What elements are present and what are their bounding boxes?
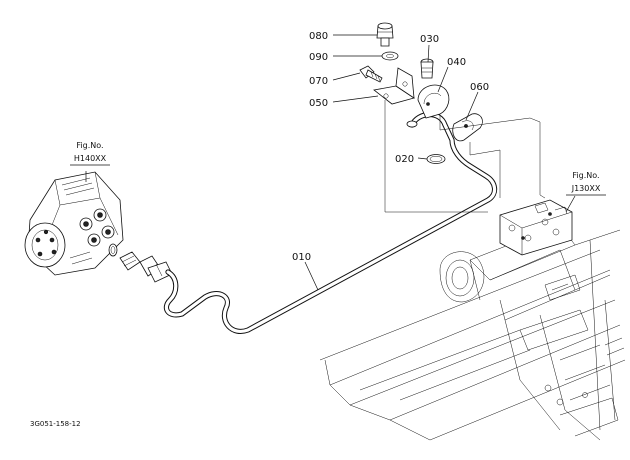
hydraulic-pipe-010: [163, 111, 498, 334]
label-090: 090: [309, 52, 328, 63]
o-ring-020: [426, 154, 446, 164]
clamp-040: [417, 84, 450, 119]
part-labels: 080 090 030 040 070 050 060 020 010: [292, 31, 489, 263]
label-020: 020: [395, 154, 414, 165]
label-080: 080: [309, 31, 328, 42]
label-030: 030: [420, 34, 439, 45]
fitting-030: [420, 58, 434, 79]
control-valve-block: [499, 199, 573, 256]
clamp-060: [452, 113, 483, 142]
fig-ref-left: Fig.No. H140XX: [70, 141, 110, 166]
breather-cap-080: [376, 22, 394, 47]
fig-ref-right: Fig.No. J130XX: [566, 171, 606, 196]
fig-ref-right-prefix: Fig.No.: [572, 171, 599, 180]
bracket-050: [373, 67, 415, 105]
label-060: 060: [470, 82, 489, 93]
label-040: 040: [447, 57, 466, 68]
fig-ref-right-number: J130XX: [571, 184, 601, 193]
washer-090: [381, 51, 399, 61]
steering-unit: [24, 171, 124, 276]
transmission-housing: [319, 224, 626, 441]
assembly-reference-lines: [384, 100, 546, 213]
leader-lines: [85, 34, 576, 291]
fig-ref-left-prefix: Fig.No.: [76, 141, 103, 150]
label-070: 070: [309, 76, 328, 87]
label-010: 010: [292, 252, 311, 263]
label-050: 050: [309, 98, 328, 109]
fig-ref-left-number: H140XX: [74, 154, 107, 163]
bolt-070: [359, 65, 383, 83]
steering-port-fitting: [108, 243, 173, 283]
drawing-code: 3G051-158-12: [30, 420, 81, 428]
